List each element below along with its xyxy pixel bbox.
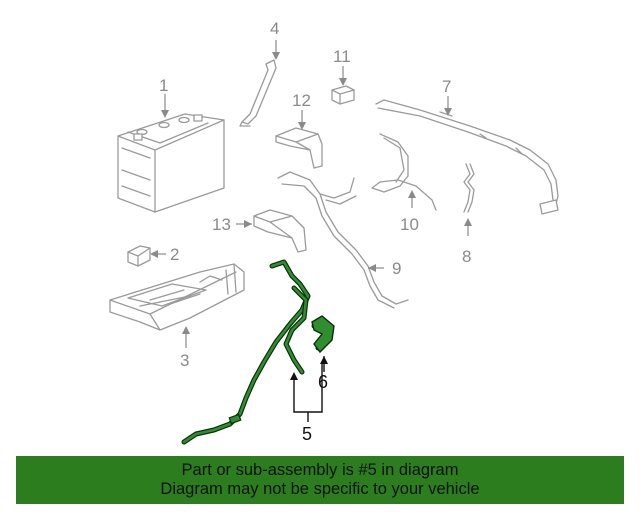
callout-11: 11 xyxy=(333,47,351,66)
part-info-banner: Part or sub-assembly is #5 in diagram Di… xyxy=(16,456,624,504)
leader-arrow-1 xyxy=(161,110,169,118)
callout-10: 10 xyxy=(400,215,419,234)
part-cable-9 xyxy=(277,171,409,309)
callout-8: 8 xyxy=(462,247,471,266)
part-battery xyxy=(117,113,225,213)
leader-arrow-10 xyxy=(408,190,416,198)
part-insulator-13 xyxy=(253,209,307,253)
leader-arrow-5 xyxy=(290,372,298,380)
part-insulator-12 xyxy=(275,127,323,169)
part-harness-10 xyxy=(371,133,437,211)
part-battery-tray xyxy=(109,263,245,331)
leader-arrow-13 xyxy=(244,220,252,228)
callout-9: 9 xyxy=(392,259,401,278)
callout-1: 1 xyxy=(159,76,168,95)
callout-5: 5 xyxy=(302,424,312,444)
leader-arrow-7 xyxy=(444,108,452,116)
callout-2: 2 xyxy=(170,245,179,264)
part-bracket xyxy=(239,59,277,127)
banner-line-part: Part or sub-assembly is #5 in diagram xyxy=(181,461,459,479)
leader-arrow-8 xyxy=(464,218,472,226)
part-battery-cable-highlight xyxy=(181,259,335,445)
leader-arrow-4 xyxy=(272,52,280,60)
leader-arrow-2 xyxy=(150,250,158,258)
leader-arrow-9 xyxy=(368,264,376,272)
leader-arrow-11 xyxy=(339,78,347,86)
part-clip xyxy=(127,245,151,267)
part-terminal-cover xyxy=(331,85,355,105)
callout-7: 7 xyxy=(442,77,451,96)
leader-arrow-12 xyxy=(298,122,306,130)
callout-3: 3 xyxy=(180,351,189,370)
banner-line-disclaimer: Diagram may not be specific to your vehi… xyxy=(160,480,480,498)
leader-arrow-3 xyxy=(182,326,190,334)
callout-6: 6 xyxy=(318,372,328,392)
part-cable-8 xyxy=(463,163,475,213)
part-harness-7 xyxy=(375,99,559,215)
exploded-parts-diagram: 1 2 3 4 xyxy=(109,19,559,445)
callout-4: 4 xyxy=(270,19,279,38)
leader-arrow-6 xyxy=(320,356,328,364)
callout-12: 12 xyxy=(292,91,311,110)
callout-13: 13 xyxy=(212,215,231,234)
